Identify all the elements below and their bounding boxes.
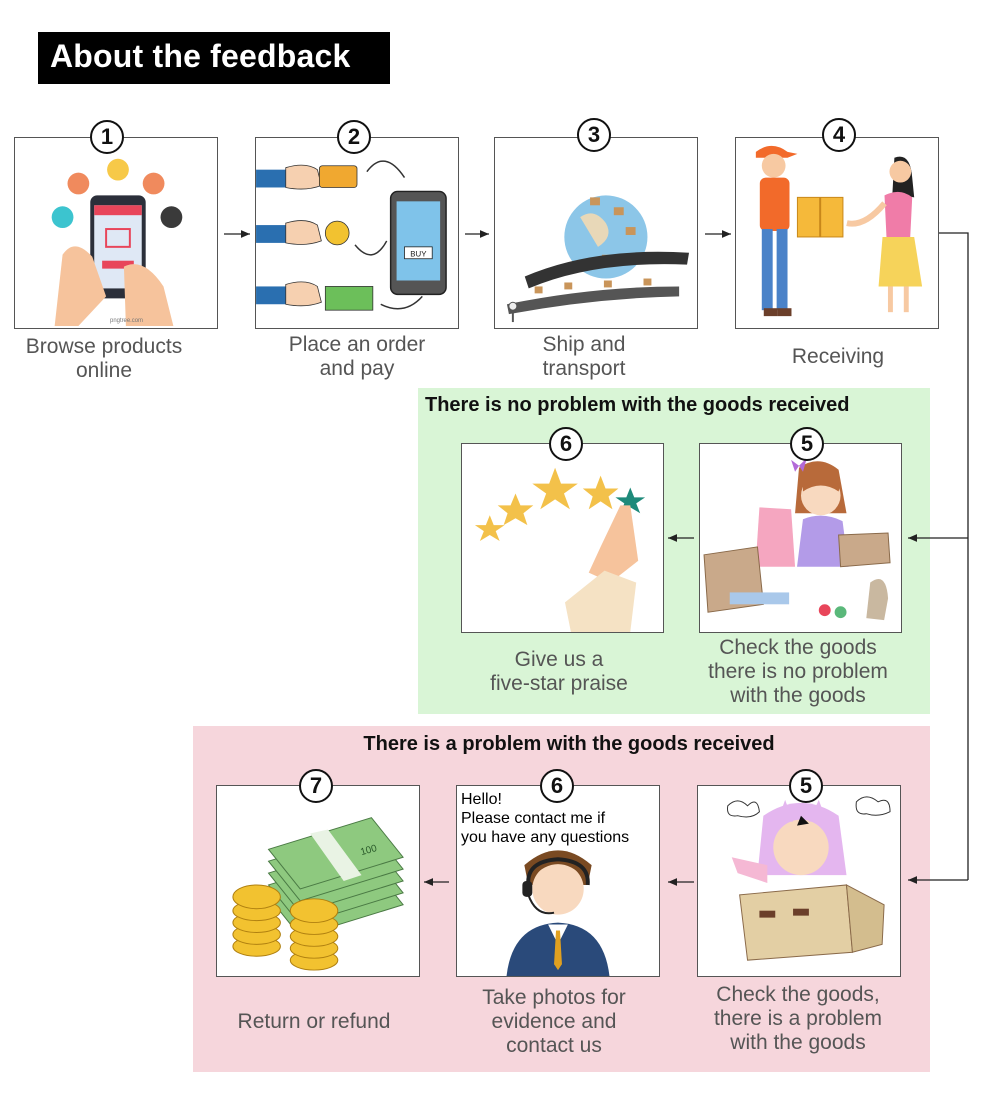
praise-image [461,443,664,633]
refund-badge: 7 [299,769,333,803]
step-2-badge: 2 [337,120,371,154]
title-bar [38,32,390,84]
pay-illustration: BUY [256,160,447,311]
step-1-badge: 1 [90,120,124,154]
check-ok-badge: 5 [790,427,824,461]
step-3-image [494,137,698,329]
five-star-illustration [474,467,646,632]
branch-line [938,232,969,880]
praise-badge: 6 [549,427,583,461]
online-shopping-illustration: pngtree.com [51,158,183,327]
refund-image: 100 [216,785,420,977]
check-bad-badge: 5 [789,769,823,803]
step-3-badge: 3 [577,118,611,152]
contact-image [456,785,660,977]
cash-and-coins-illustration: 100 [232,817,404,971]
check-bad-image [697,785,901,977]
step-1-image: pngtree.com [14,137,218,329]
check-ok-image [699,443,902,633]
delivery-illustration [755,145,923,317]
step-2-image: BUY [255,137,459,329]
step-4-image [735,137,939,329]
no-problem-title: There is no problem with the goods recei… [425,394,850,416]
banknote-label: 100 [359,843,378,858]
problem-title: There is a problem with the goods receiv… [363,733,775,755]
shipping-globe-illustration [506,195,690,323]
page-title: About the feedback [50,38,351,74]
happy-girl-illustration [703,457,891,621]
step-4-caption: Receiving [791,345,885,368]
refund-caption: Return or refund [237,1010,391,1033]
contact-badge: 6 [540,769,574,803]
customer-service-illustration [506,850,610,976]
buy-label: BUY [410,250,427,259]
step-4-badge: 4 [822,118,856,152]
watermark-text: pngtree.com [110,318,143,324]
angry-girl-illustration [726,796,891,961]
